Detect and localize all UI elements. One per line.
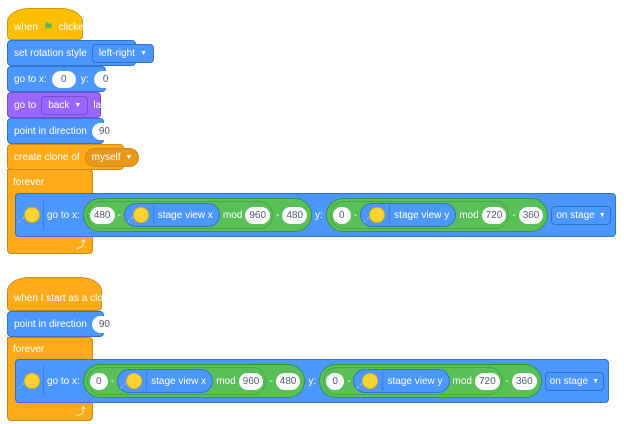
extension-icon — [369, 207, 386, 223]
loop-arrow-icon: ⤴ — [76, 407, 86, 418]
block-label: set rotation style — [14, 47, 87, 59]
y-mod-input[interactable]: 720 — [474, 372, 500, 390]
hat-label: when I start as a clone — [14, 292, 115, 304]
minus-operator: - — [276, 209, 280, 221]
minus-operator: - — [353, 209, 358, 221]
y-subtract-input[interactable]: 360 — [518, 206, 544, 224]
forever-label: forever — [13, 344, 45, 355]
minus-operator: - — [117, 209, 121, 221]
point-in-direction-block[interactable]: point in direction 90 — [7, 118, 116, 144]
block-label: go to x: — [14, 73, 47, 85]
block-label: y: — [308, 375, 317, 387]
block-label: go to — [14, 99, 37, 111]
hat-label: when — [14, 21, 38, 33]
x-mod-reporter[interactable]: 480 - stage view x mod 960 — [86, 201, 274, 229]
x-input[interactable]: 0 — [51, 70, 76, 88]
minus-operator: - — [110, 375, 115, 387]
dropdown-value: back — [48, 99, 70, 111]
extension-icon — [362, 373, 379, 389]
set-rotation-style-block[interactable]: set rotation style left-right ▼ — [7, 40, 154, 66]
stage-view-x-reporter[interactable]: stage view x — [117, 369, 214, 393]
rotation-style-dropdown[interactable]: left-right ▼ — [91, 43, 154, 63]
x-offset-input[interactable]: 0 — [89, 372, 108, 390]
loop-arrow-icon: ⤴ — [76, 240, 86, 251]
reporter-label: stage view x — [157, 209, 213, 221]
x-mod-reporter[interactable]: 0 - stage view x mod 960 — [86, 367, 267, 395]
hat-label-after: clicked — [58, 21, 90, 33]
caret-down-icon: ▼ — [74, 101, 82, 109]
layer-dropdown[interactable]: back ▼ — [41, 95, 89, 115]
x-subtract-reporter[interactable]: 480 - stage view x mod 960 - 480 — [82, 198, 313, 232]
x-offset-input[interactable]: 480 — [89, 206, 115, 224]
go-to-layer-block[interactable]: go to back ▼ layer — [7, 92, 115, 118]
extension-icon — [132, 207, 149, 223]
caret-down-icon: ▼ — [592, 377, 599, 385]
block-label: y: — [80, 73, 89, 85]
y-subtract-input[interactable]: 360 — [512, 372, 537, 390]
extension-icon — [24, 207, 40, 223]
minus-operator: - — [512, 209, 516, 221]
extension-icon — [126, 373, 143, 389]
y-mod-reporter[interactable]: 0 - stage view y mod 720 — [329, 201, 510, 229]
y-mod-reporter[interactable]: 0 - stage view y mod 720 — [323, 367, 503, 395]
mod-operator: mod — [222, 209, 243, 221]
x-mod-input[interactable]: 960 — [245, 206, 271, 224]
x-mod-input[interactable]: 960 — [238, 372, 264, 390]
stage-view-x-reporter[interactable]: stage view x — [123, 203, 220, 227]
block-label: y: — [315, 209, 323, 221]
block-label: create clone of — [14, 151, 80, 163]
green-flag-icon: ⚑ — [42, 20, 54, 34]
go-to-xy-on-stage-block[interactable]: go to x: 0 - stage view x mod 960 - 480 … — [15, 359, 609, 403]
y-subtract-reporter[interactable]: 0 - stage view y mod 720 - 360 — [325, 198, 549, 232]
go-to-xy-block[interactable]: go to x: 0 y: 0 — [7, 66, 118, 92]
forever-label: forever — [13, 177, 45, 188]
block-label: go to x: — [47, 209, 80, 221]
minus-operator: - — [505, 375, 509, 387]
caret-down-icon: ▼ — [125, 153, 133, 161]
extension-icon — [24, 373, 40, 389]
direction-input[interactable]: 90 — [91, 315, 116, 333]
reporter-label: stage view y — [394, 209, 450, 221]
clone-target-dropdown[interactable]: myself ▼ — [84, 147, 140, 167]
x-subtract-input[interactable]: 480 — [275, 372, 301, 390]
mod-operator: mod — [452, 375, 472, 387]
y-input[interactable]: 0 — [93, 70, 118, 88]
when-flag-clicked-block[interactable]: when ⚑ clicked — [7, 8, 89, 40]
reporter-label: stage view x — [151, 375, 207, 387]
mod-operator: mod — [459, 209, 479, 221]
reporter-label: stage view y — [387, 375, 443, 387]
when-i-start-as-clone-block[interactable]: when I start as a clone — [7, 277, 114, 311]
minus-operator: - — [269, 375, 273, 387]
stage-view-y-reporter[interactable]: stage view y — [360, 203, 457, 227]
y-offset-input[interactable]: 0 — [326, 372, 345, 390]
caret-down-icon: ▼ — [598, 211, 606, 219]
y-offset-input[interactable]: 0 — [332, 206, 351, 224]
y-mod-input[interactable]: 720 — [481, 206, 507, 224]
mod-operator: mod — [216, 375, 236, 387]
block-label: layer — [93, 99, 115, 111]
on-stage-dropdown[interactable]: on stage▼ — [551, 205, 611, 225]
block-label: go to x: — [47, 375, 80, 387]
dropdown-value: myself — [91, 151, 121, 163]
x-subtract-reporter[interactable]: 0 - stage view x mod 960 - 480 — [82, 364, 306, 398]
stage-view-y-reporter[interactable]: stage view y — [353, 369, 450, 393]
go-to-xy-on-stage-block[interactable]: go to x: 480 - stage view x mod 960 - 48… — [15, 193, 616, 237]
dropdown-value: on stage — [556, 209, 595, 221]
block-label: point in direction — [14, 125, 87, 137]
x-subtract-input[interactable]: 480 — [282, 206, 308, 224]
block-label: point in direction — [14, 318, 87, 330]
on-stage-dropdown[interactable]: on stage▼ — [544, 371, 604, 391]
minus-operator: - — [347, 375, 351, 387]
y-subtract-reporter[interactable]: 0 - stage view y mod 720 - 360 — [319, 364, 542, 398]
dropdown-value: left-right — [98, 47, 135, 59]
direction-input[interactable]: 90 — [91, 122, 116, 140]
point-in-direction-block[interactable]: point in direction 90 — [7, 311, 116, 337]
create-clone-block[interactable]: create clone of myself ▼ — [7, 144, 140, 170]
caret-down-icon: ▼ — [139, 49, 147, 57]
dropdown-value: on stage — [549, 375, 589, 387]
